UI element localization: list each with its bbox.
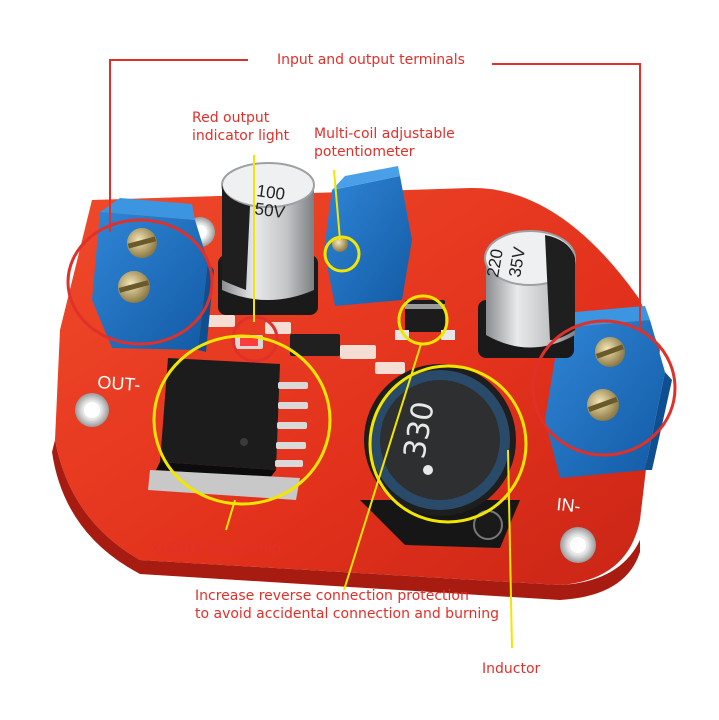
protection-diode xyxy=(395,300,455,340)
cap-left-value: 100 xyxy=(255,181,286,204)
label-potentiometer-line1: Multi-coil adjustable xyxy=(314,126,455,142)
label-red-light: Red output indicator light xyxy=(192,109,289,145)
yellow-callouts xyxy=(152,235,528,524)
capacitor-left: 100 50V xyxy=(218,162,318,315)
red-led xyxy=(240,338,258,346)
capacitor-right: 220 35V xyxy=(478,230,576,358)
label-potentiometer: Multi-coil adjustable potentiometer xyxy=(314,125,455,161)
callout-circle-out-terminal xyxy=(66,218,214,346)
silk-out-label: OUT- xyxy=(97,372,141,395)
label-boost-chip: XL6019 Boost chip xyxy=(150,541,281,557)
yellow-callout-lines xyxy=(225,155,513,649)
silk-in-label: IN- xyxy=(556,494,582,516)
cap-right-value: 220 xyxy=(483,247,507,278)
label-terminals: Input and output terminals xyxy=(277,52,465,68)
label-red-light-line2: indicator light xyxy=(192,128,290,144)
label-red-light-line1: Red output xyxy=(192,110,270,126)
cap-left-voltage: 50V xyxy=(253,199,286,222)
label-inductor: Inductor xyxy=(482,661,541,677)
label-potentiometer-line2: potentiometer xyxy=(314,144,415,160)
boost-chip xyxy=(148,358,308,500)
label-protection-line1: Increase reverse connection protection xyxy=(195,588,469,604)
potentiometer xyxy=(324,166,412,306)
pot-screw-icon xyxy=(332,236,348,252)
terminal-callout-lines xyxy=(109,59,641,330)
label-protection-line2: to avoid accidental connection and burni… xyxy=(195,606,499,622)
label-protection: Increase reverse connection protection t… xyxy=(195,587,499,623)
callout-circle-in-terminal xyxy=(531,319,677,457)
terminal-block-in xyxy=(545,306,672,478)
